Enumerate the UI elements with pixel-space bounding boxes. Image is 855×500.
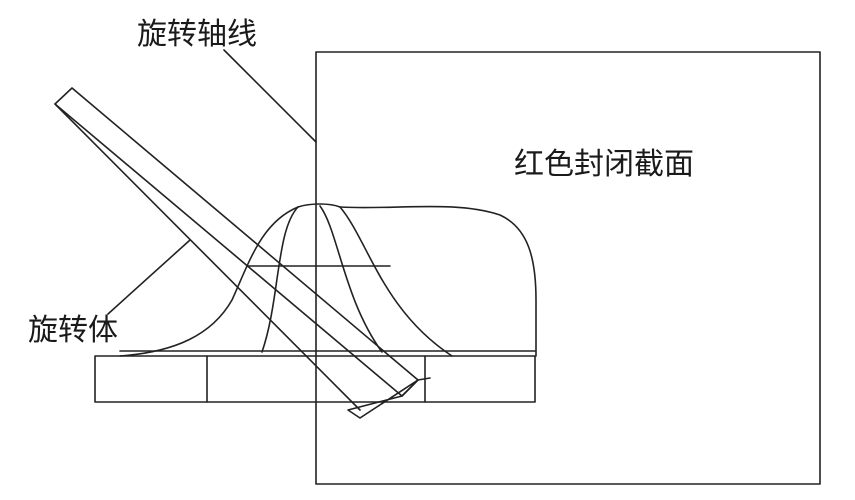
label-red-closed-section: 红色封闭截面 [514,147,694,182]
rotation-body-inner-right [339,206,453,357]
inclined-bar-top-face [54,87,419,397]
rotation-body-inner-mid [319,205,383,353]
inclined-bar-inner-edge [54,103,361,411]
label-rotation-axis: 旋转轴线 [137,17,257,52]
rotation-body-inner-left [261,206,299,353]
leader-line-rotation-body [107,239,191,315]
rotation-body-right-profile [339,205,537,357]
label-rotation-body: 旋转体 [28,313,118,348]
closed-section-rect [315,51,821,485]
base-slab [94,355,536,403]
leader-line-rotation-axis [223,49,317,143]
rotation-body-outer-profile [119,206,299,357]
inclined-bar-end-face [347,379,419,419]
inclined-bar-end-tick [417,377,431,381]
rotation-body-top-cap [297,203,341,208]
